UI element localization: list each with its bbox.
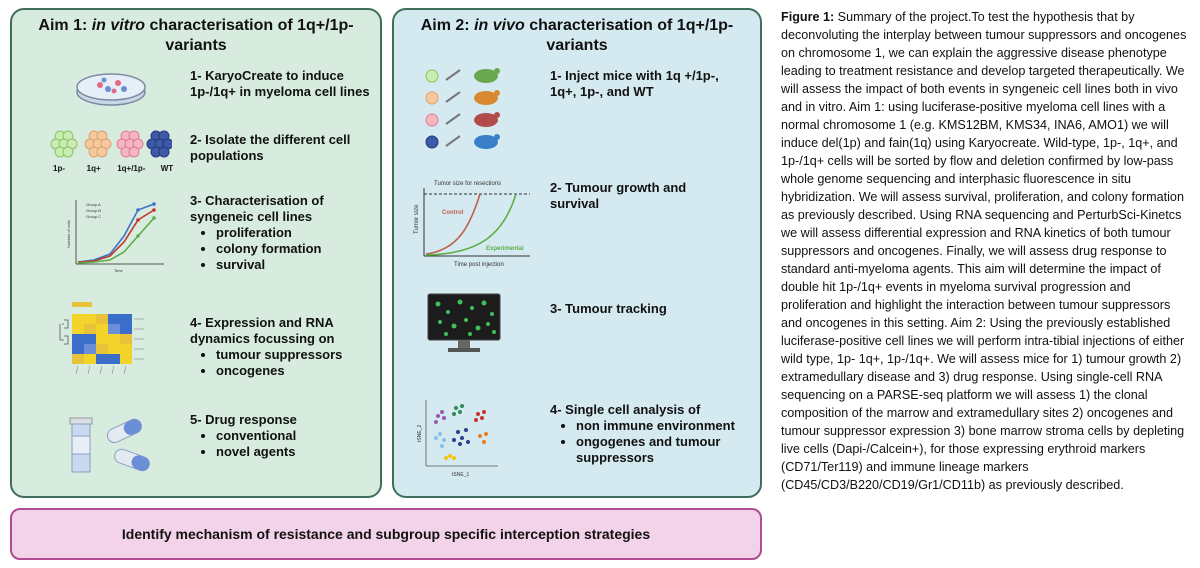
aim1-step-3: 3- Characterisation of syngeneic cell li… <box>190 193 375 273</box>
aim1-step-4-bullet-1: tumour suppressors <box>216 347 380 363</box>
aim1-step-5-bullet-2: novel agents <box>216 444 375 460</box>
aim1-title-line2: variants <box>165 37 227 54</box>
figure-caption: Figure 1: Summary of the project.To test… <box>781 8 1193 494</box>
tumor-experimental-label: Experimental <box>486 246 524 252</box>
growth-legend-a: Group A <box>86 202 101 207</box>
petri-dish-icon <box>76 73 146 106</box>
aim2-step-1: 1- Inject mice with 1q +/1p-, 1q+, 1p-, … <box>550 68 719 99</box>
aim1-step-3-bullet-1: proliferation <box>216 225 375 241</box>
aim1-title-suffix: characterisation of 1q+/1p- <box>145 17 354 34</box>
aim2-step-4-title: 4- Single cell analysis of <box>550 402 701 417</box>
growth-legend-b: Group B <box>86 208 101 213</box>
cell-label-1q1p: 1q+/1p- <box>117 164 146 173</box>
tsne-plot-icon: tSNE_1 tSNE_2 <box>417 400 498 478</box>
tumor-ylabel: Tumor size <box>414 204 420 234</box>
cell-populations-icon <box>50 130 172 158</box>
aim2-title: Aim 2: in vivo characterisation of 1q+/1… <box>394 16 760 56</box>
heatmap-icon <box>59 302 144 375</box>
mice-injection-icon <box>425 68 500 149</box>
caption-label: Figure 1: <box>781 10 835 24</box>
tumor-chart-title: Tumor size for resections <box>434 181 501 187</box>
aim2-step-4-bullet-1: non immune environment <box>576 418 750 434</box>
cell-label-wt: WT <box>160 164 174 173</box>
aim1-panel: Aim 1: in vitro characterisation of 1q+/… <box>10 8 382 498</box>
aim2-step-3: 3- Tumour tracking <box>550 301 667 316</box>
conclusion-banner: Identify mechanism of resistance and sub… <box>10 508 762 560</box>
conclusion-text: Identify mechanism of resistance and sub… <box>121 526 651 542</box>
tumor-xlabel: Time post injection <box>454 262 504 268</box>
aim1-title-prefix: Aim 1: <box>38 17 92 34</box>
tumor-control-label: Control <box>442 210 464 216</box>
aim1-title-italic: in vitro <box>91 17 146 34</box>
aim2-step-2: 2- Tumour growth and survival <box>550 180 687 211</box>
aim1-step-2: 2- Isolate the different cell population… <box>190 132 351 163</box>
tsne-xlabel: tSNE_1 <box>452 472 469 478</box>
aim1-step-5-bullet-1: conventional <box>216 428 375 444</box>
aim1-step-3-bullet-2: colony formation <box>216 241 375 257</box>
growth-ylabel: Number of cells <box>66 220 71 248</box>
aim1-step-4-title: 4- Expression and RNA dynamics focussing… <box>190 315 335 346</box>
aim2-step-4: 4- Single cell analysis of non immune en… <box>550 402 750 466</box>
growth-legend-c: Group C <box>86 214 101 219</box>
drug-pills-icon <box>69 417 150 473</box>
aim2-title-line2: variants <box>546 37 608 54</box>
aim2-step-4-bullet-2: ongogenes and tumour suppressors <box>576 434 750 466</box>
aim2-title-italic: in vivo <box>474 17 525 34</box>
aim1-step-3-title: 3- Characterisation of syngeneic cell li… <box>190 193 324 224</box>
cell-label-1p: 1p- <box>53 164 65 173</box>
aim1-step-1: 1- KaryoCreate to induce 1p-/1q+ in myel… <box>190 68 370 99</box>
monitor-tracking-icon <box>427 293 501 352</box>
aim1-step-3-bullet-3: survival <box>216 257 375 273</box>
caption-text: Summary of the project.To test the hypot… <box>781 10 1187 492</box>
aim1-step-5-title: 5- Drug response <box>190 412 297 427</box>
growth-curve-icon: Group A Group B Group C Time Number of c… <box>66 200 164 273</box>
tsne-ylabel: tSNE_2 <box>417 425 423 442</box>
aim1-title: Aim 1: in vitro characterisation of 1q+/… <box>12 16 380 56</box>
aim1-step-5: 5- Drug response conventional novel agen… <box>190 412 375 460</box>
aim2-title-suffix: characterisation of 1q+/1p- <box>524 17 734 34</box>
aim2-title-prefix: Aim 2: <box>420 17 475 34</box>
aim1-step-4: 4- Expression and RNA dynamics focussing… <box>190 315 380 379</box>
aim1-step-4-bullet-2: oncogenes <box>216 363 380 379</box>
cell-label-1q: 1q+ <box>86 164 101 173</box>
tumour-growth-chart-icon: Tumor size for resections Control Experi… <box>414 181 530 268</box>
aim2-panel: Aim 2: in vivo characterisation of 1q+/1… <box>392 8 762 498</box>
growth-xlabel: Time <box>114 268 124 273</box>
cell-labels: 1p- 1q+ 1q+/1p- WT <box>42 164 182 173</box>
